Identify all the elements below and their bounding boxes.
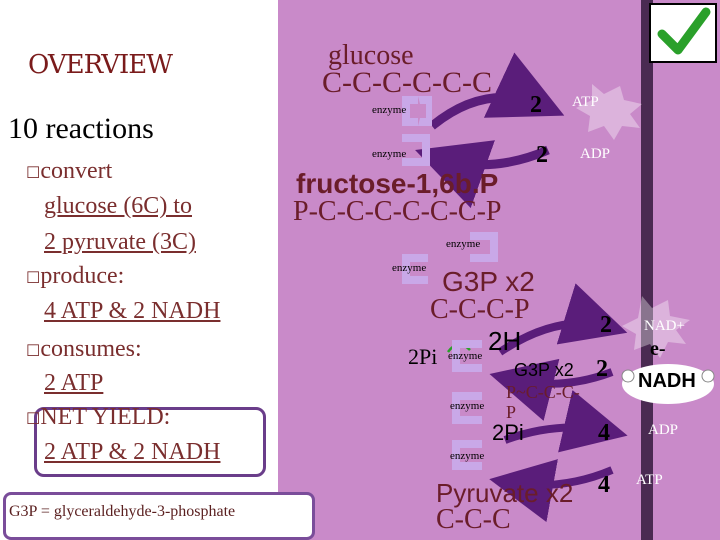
bullet-line: 4 ATP & 2 NADH <box>44 298 221 324</box>
net-yield-box <box>34 407 266 477</box>
bullet-line: 2 pyruvate (3C) <box>44 229 196 255</box>
two-pi-label: 2Pi <box>492 420 524 445</box>
overview-heading: OVERVIEW <box>28 50 173 80</box>
enzyme-icon <box>402 134 430 166</box>
enzyme-label: enzyme <box>372 148 407 160</box>
starburst-icon <box>622 296 690 358</box>
enzyme-label: enzyme <box>392 262 427 274</box>
enzyme-icon <box>452 440 482 470</box>
reaction-count: 10 reactions <box>8 112 154 145</box>
enzyme-icon <box>402 254 428 284</box>
curved-arrow-icon <box>489 358 614 421</box>
adp-count: 2 <box>536 142 548 168</box>
bullet-convert: ☐convert <box>26 158 113 184</box>
adp-label: ADP <box>580 146 611 162</box>
g3p-label: G3P x2 <box>442 266 535 297</box>
glucose-chain: C-C-C-C-C-C <box>322 66 493 99</box>
atp-count-payoff: 4 <box>598 472 610 498</box>
atp-count: 2 <box>530 92 542 118</box>
enzyme-label: enzyme <box>372 104 407 116</box>
enzyme-label: enzyme <box>446 238 481 250</box>
curved-arrow-icon <box>429 52 565 130</box>
enzyme-icon <box>452 340 482 372</box>
nad-count: 2 <box>600 312 612 338</box>
nadh-label: NADH <box>638 370 696 392</box>
g3p-small-label: G3P x2 <box>514 360 574 380</box>
nad-label: NAD+ <box>644 318 685 334</box>
pyruvate-label: Pyruvate x2 <box>436 478 574 508</box>
pyruvate-chain: C-C-C <box>436 504 511 535</box>
fructose-label: fructose-1,6b.P <box>296 168 499 199</box>
atp-label: ATP <box>572 94 599 110</box>
enzyme-icon <box>402 96 432 126</box>
footnote: G3P = glyceraldehyde-3-phosphate <box>9 503 236 520</box>
starburst-icon <box>576 84 642 140</box>
bullet-line: glucose (6C) to <box>44 193 192 219</box>
glucose-label: glucose <box>328 40 414 71</box>
enzyme-label: enzyme <box>448 350 483 362</box>
nadh-count: 2 <box>596 356 608 382</box>
electron-label: e- <box>650 338 666 360</box>
atp-label-payoff: ATP <box>636 472 663 488</box>
enzyme-label: enzyme <box>450 450 485 462</box>
bpg-chain: P~C-C-C- <box>506 382 580 402</box>
right-edge-stripe <box>641 0 653 540</box>
two-h-label: 2H <box>488 326 522 356</box>
bullet-net-yield: ☐NET YIELD: <box>26 404 171 430</box>
bullet-produce: ☐produce: <box>26 263 125 289</box>
checkmark-icon <box>649 3 717 63</box>
two-pi-label: 2Pi <box>408 344 438 369</box>
curved-arrow-icon <box>497 283 628 356</box>
curved-arrow-icon <box>489 459 614 523</box>
curved-arrow-icon <box>415 140 550 209</box>
g3p-chain: C-C-C-P <box>430 294 530 325</box>
right-edge-band <box>653 0 720 540</box>
bpg-chain-end: P <box>506 402 517 422</box>
bullet-consumes: ☐consumes: <box>26 336 142 362</box>
footnote-box <box>3 492 315 540</box>
curved-arrow-icon <box>503 390 628 453</box>
enzyme-icon <box>470 232 498 262</box>
nadh-molecule-icon <box>621 364 715 404</box>
adp-label-payoff: ADP <box>648 422 679 438</box>
enzyme-icon <box>452 392 482 424</box>
bullet-line: 2 ATP <box>44 370 104 396</box>
adp-count-payoff: 4 <box>598 420 610 446</box>
bullet-line: 2 ATP & 2 NADH <box>44 439 221 465</box>
fructose-chain: P-C-C-C-C-C-C-P <box>293 196 502 227</box>
enzyme-label: enzyme <box>450 400 485 412</box>
